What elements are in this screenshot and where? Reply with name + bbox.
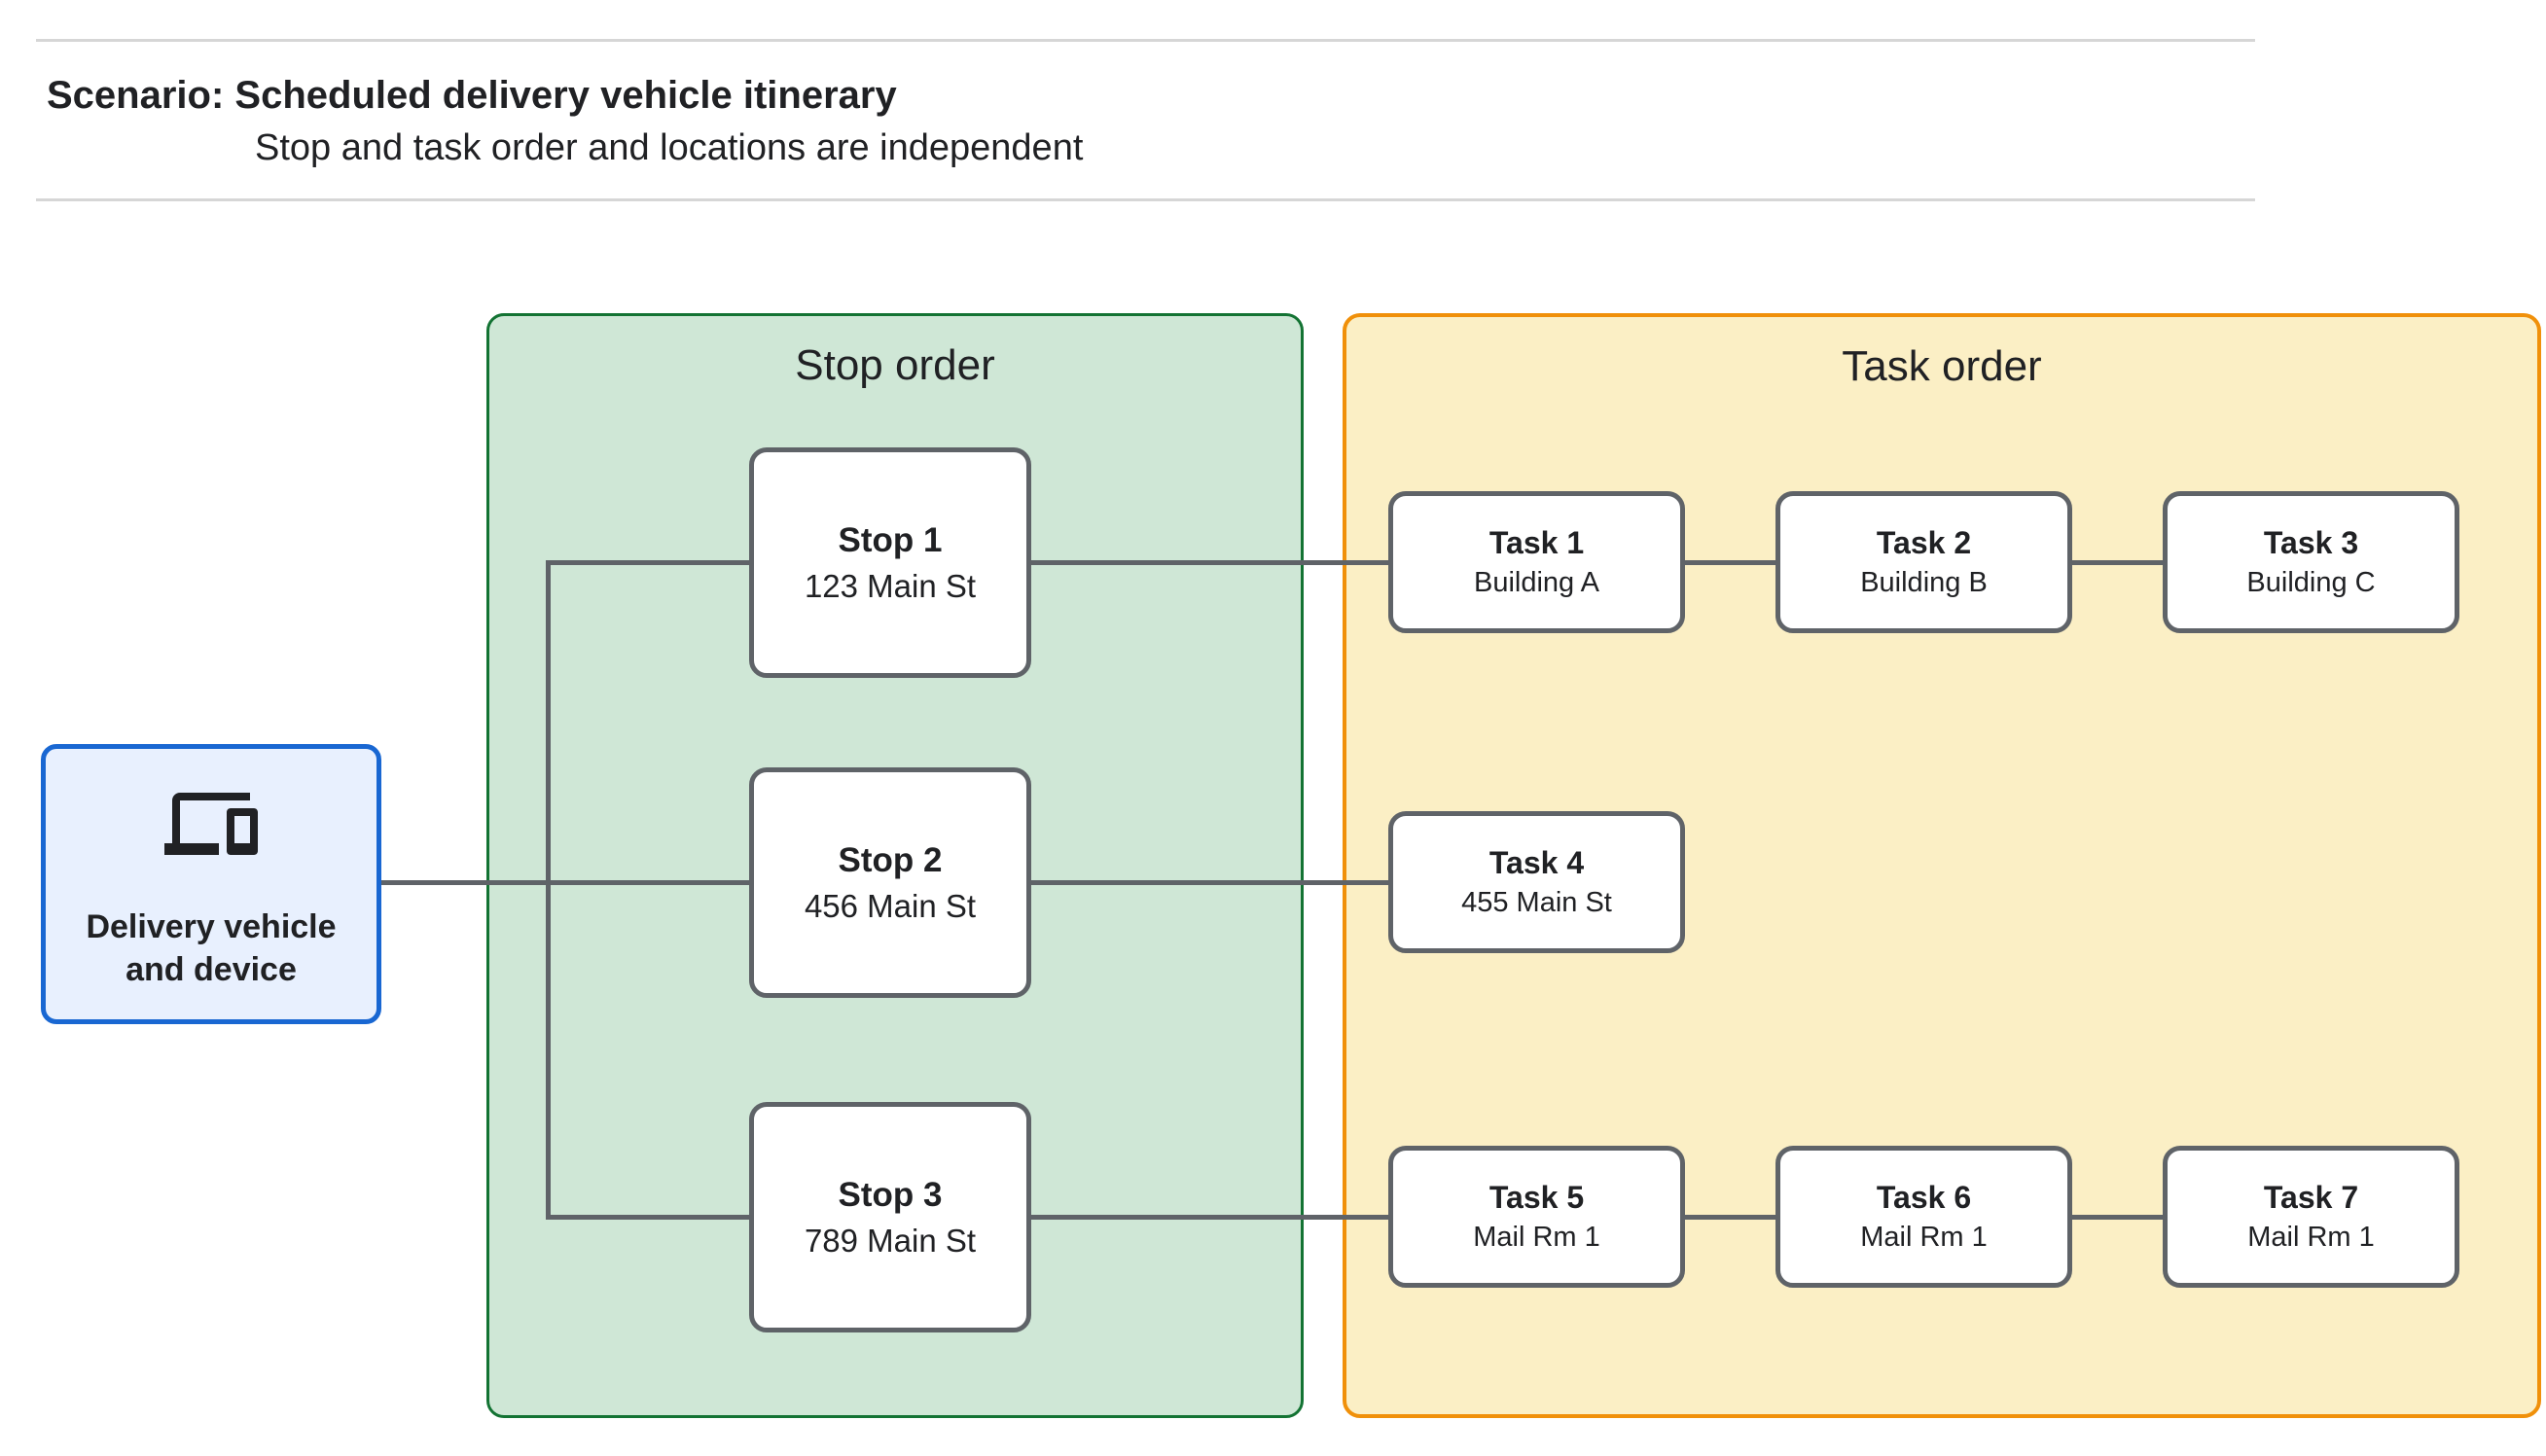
task-5-location: Mail Rm 1 xyxy=(1473,1222,1600,1253)
stop-3-node: Stop 3 789 Main St xyxy=(749,1102,1031,1332)
connector-task6-to-task7 xyxy=(2072,1215,2163,1220)
task-3-location: Building C xyxy=(2246,567,2376,598)
task-4-node: Task 4 455 Main St xyxy=(1388,811,1685,953)
task-7-location: Mail Rm 1 xyxy=(2247,1222,2375,1253)
connector-task5-to-task6 xyxy=(1685,1215,1775,1220)
devices-icon xyxy=(164,793,258,855)
task-1-location: Building A xyxy=(1474,567,1599,598)
task-7-title: Task 7 xyxy=(2263,1180,2359,1215)
task-order-panel-title: Task order xyxy=(1842,342,2042,390)
stop-1-node: Stop 1 123 Main St xyxy=(749,447,1031,678)
task-2-location: Building B xyxy=(1860,567,1988,598)
connector-task2-to-task3 xyxy=(2072,560,2163,565)
task-4-location: 455 Main St xyxy=(1461,887,1612,918)
task-3-node: Task 3 Building C xyxy=(2163,491,2459,633)
task-6-location: Mail Rm 1 xyxy=(1860,1222,1988,1253)
delivery-vehicle-label-line2: and device xyxy=(126,951,297,988)
delivery-vehicle-label: Delivery vehicle and device xyxy=(86,906,336,991)
stop-3-address: 789 Main St xyxy=(804,1222,977,1259)
connector-stop2-to-task4 xyxy=(1031,880,1388,885)
page-title: Scenario: Scheduled delivery vehicle iti… xyxy=(47,74,897,117)
header-divider-top xyxy=(36,39,2255,42)
delivery-vehicle-label-line1: Delivery vehicle xyxy=(86,908,337,945)
connector-task1-to-task2 xyxy=(1685,560,1775,565)
task-7-node: Task 7 Mail Rm 1 xyxy=(2163,1146,2459,1288)
header-divider-bottom xyxy=(36,198,2255,201)
task-1-node: Task 1 Building A xyxy=(1388,491,1685,633)
task-6-title: Task 6 xyxy=(1876,1180,1972,1215)
task-5-node: Task 5 Mail Rm 1 xyxy=(1388,1146,1685,1288)
task-5-title: Task 5 xyxy=(1488,1180,1585,1215)
connector-stop3-to-task5 xyxy=(1031,1215,1388,1220)
task-2-title: Task 2 xyxy=(1876,525,1972,560)
stop-1-title: Stop 1 xyxy=(838,520,943,559)
task-6-node: Task 6 Mail Rm 1 xyxy=(1775,1146,2072,1288)
connector-trunk-to-stop1 xyxy=(546,560,749,565)
task-4-title: Task 4 xyxy=(1488,845,1585,880)
connector-trunk-to-stop3 xyxy=(546,1215,749,1220)
connector-stop1-to-task1 xyxy=(1031,560,1388,565)
connector-vehicle-to-stop2 xyxy=(381,880,749,885)
stop-2-address: 456 Main St xyxy=(804,887,977,924)
task-1-title: Task 1 xyxy=(1488,525,1585,560)
stop-3-title: Stop 3 xyxy=(838,1175,943,1214)
task-3-title: Task 3 xyxy=(2263,525,2359,560)
stop-2-title: Stop 2 xyxy=(838,840,943,879)
task-2-node: Task 2 Building B xyxy=(1775,491,2072,633)
connector-trunk-vertical xyxy=(546,560,551,1220)
delivery-vehicle-node: Delivery vehicle and device xyxy=(41,744,381,1024)
stop-1-address: 123 Main St xyxy=(804,567,977,604)
stop-order-panel-title: Stop order xyxy=(795,341,995,389)
page-subtitle: Stop and task order and locations are in… xyxy=(255,127,1084,168)
stop-2-node: Stop 2 456 Main St xyxy=(749,767,1031,998)
